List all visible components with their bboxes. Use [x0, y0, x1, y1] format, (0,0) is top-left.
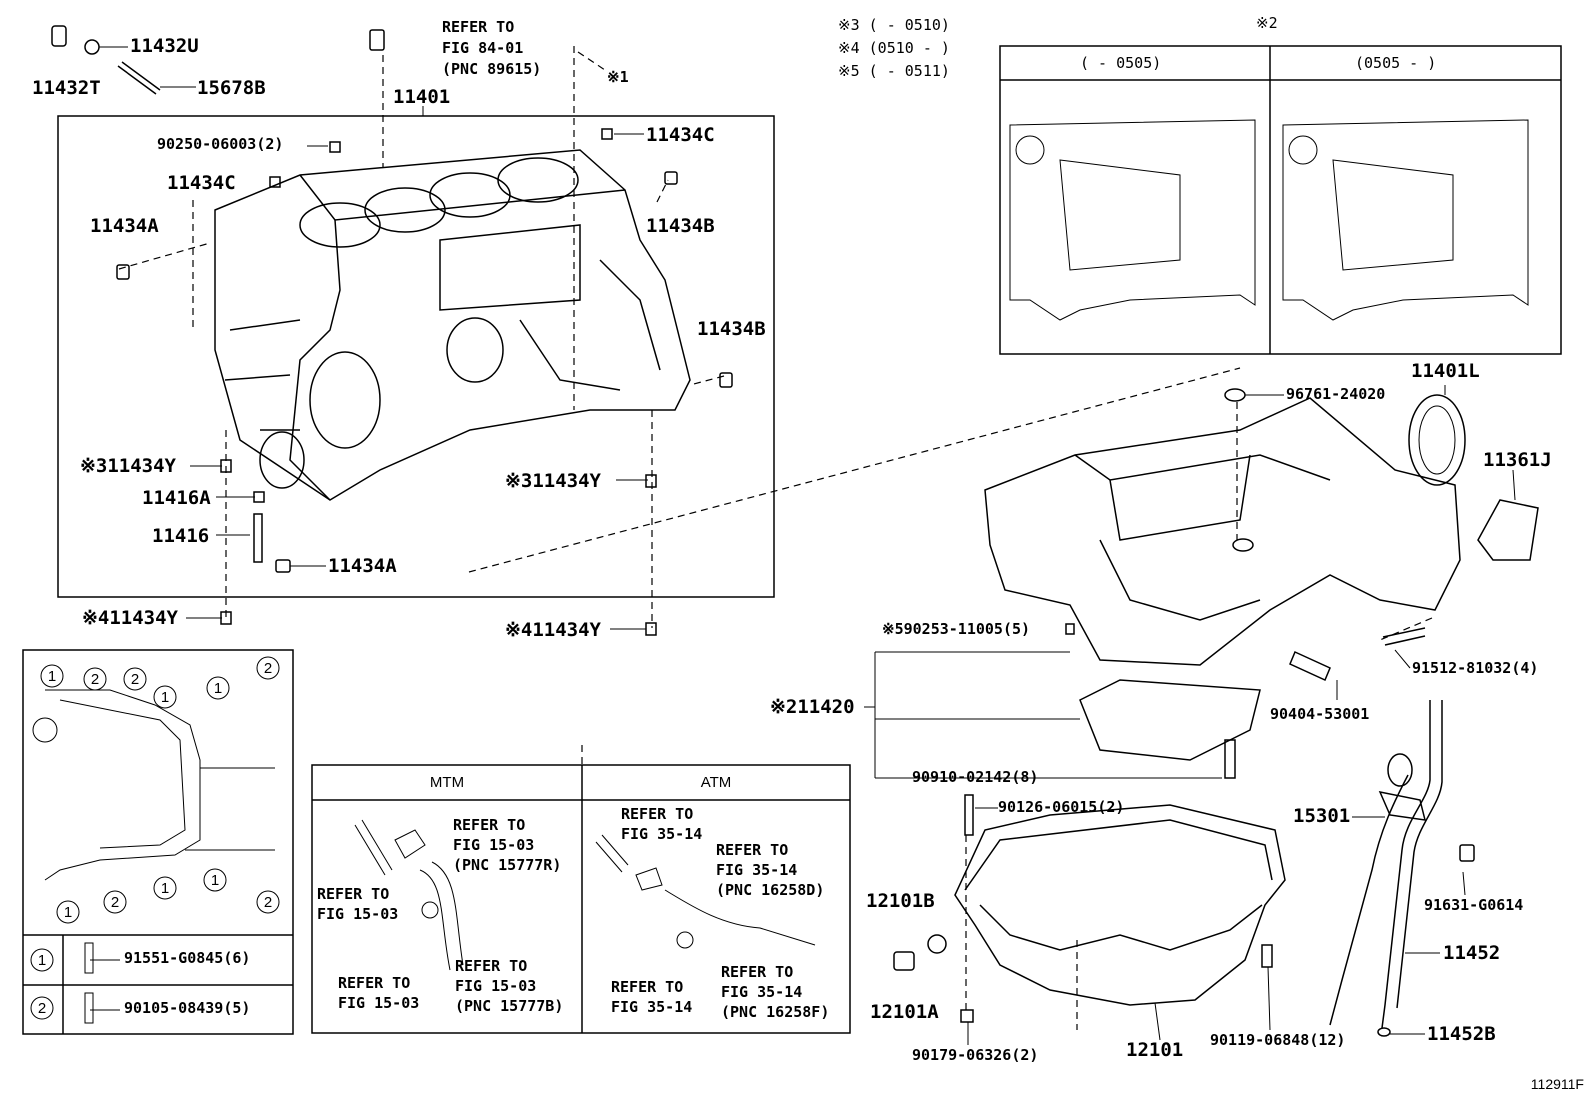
variant-note-5: ※5 ( - 0511) [838, 62, 950, 80]
part-label-11432T[interactable]: 11432T [32, 77, 101, 99]
note-x2: ※2 [1256, 14, 1278, 32]
legend-marker: 1 [63, 904, 73, 921]
atm-ref2-line3[interactable]: (PNC 16258D) [716, 881, 825, 899]
refer-fig-84-line1: REFER TO [442, 18, 515, 36]
part-label-11434Y-x3-right[interactable]: ※311434Y [505, 470, 601, 492]
atm-ref1-line2[interactable]: FIG 35-14 [621, 825, 703, 843]
part-label-11452B[interactable]: 11452B [1427, 1023, 1496, 1045]
part-label-11361J[interactable]: 11361J [1483, 449, 1552, 471]
part-label-11434B-top[interactable]: 11434B [646, 215, 715, 237]
part-label-11401[interactable]: 11401 [393, 86, 451, 108]
part-label-12101[interactable]: 12101 [1126, 1039, 1184, 1061]
part-label-15678B[interactable]: 15678B [197, 77, 266, 99]
mtm-ref3-line2[interactable]: FIG 15-03 [338, 994, 420, 1012]
mtm-ref1-line3[interactable]: (PNC 15777R) [453, 856, 562, 874]
part-label-90404-53001[interactable]: 90404-53001 [1270, 705, 1370, 723]
legend-marker: 2 [263, 660, 273, 677]
legend-row1-number: 1 [37, 952, 47, 969]
part-label-11420[interactable]: ※211420 [770, 696, 855, 718]
atm-ref1-line1[interactable]: REFER TO [621, 805, 694, 823]
atm-ref4-line2[interactable]: FIG 35-14 [721, 983, 803, 1001]
oil-pan-lower-illustration [954, 804, 1286, 1006]
part-label-90126-06015[interactable]: 90126-06015(2) [998, 798, 1125, 816]
part-label-11416A[interactable]: 11416A [142, 487, 211, 509]
part-label-12101A[interactable]: 12101A [870, 1001, 939, 1023]
mtm-ref2-line2[interactable]: FIG 15-03 [317, 905, 399, 923]
refer-fig-84-line2: FIG 84-01 [442, 39, 524, 57]
legend-marker: 1 [210, 872, 220, 889]
atm-ref2-line2[interactable]: FIG 35-14 [716, 861, 798, 879]
plug-11432T [51, 25, 67, 47]
mtm-ref4-line3[interactable]: (PNC 15777B) [455, 997, 564, 1015]
part-label-91512-81032[interactable]: 91512-81032(4) [1412, 659, 1539, 677]
part-label-11434C-left[interactable]: 11434C [167, 172, 236, 194]
part-label-11434B-right[interactable]: 11434B [697, 318, 766, 340]
part-label-91551-G0845[interactable]: 91551-G0845(6) [124, 949, 251, 967]
variant-box [999, 45, 1562, 355]
table-header-atm: ATM [700, 774, 732, 791]
part-label-90910-02142[interactable]: 90910-02142(8) [912, 768, 1039, 786]
part-label-15301[interactable]: 15301 [1293, 805, 1351, 827]
part-label-96761-24020[interactable]: 96761-24020 [1286, 385, 1386, 403]
mtm-ref4-line2[interactable]: FIG 15-03 [455, 977, 537, 995]
atm-ref2-line1[interactable]: REFER TO [716, 841, 789, 859]
legend-marker: 1 [213, 680, 223, 697]
mtm-ref1-line1[interactable]: REFER TO [453, 816, 526, 834]
legend-marker: 2 [90, 671, 100, 688]
part-label-11452[interactable]: 11452 [1443, 942, 1501, 964]
part-label-91631-G0614[interactable]: 91631-G0614 [1424, 896, 1524, 914]
cylinder-block-illustration [214, 149, 691, 501]
legend-marker: 2 [110, 894, 120, 911]
part-label-11401L[interactable]: 11401L [1411, 360, 1480, 382]
part-label-90179-06326[interactable]: 90179-06326(2) [912, 1046, 1039, 1064]
part-label-90119-06848[interactable]: 90119-06848(12) [1210, 1031, 1346, 1049]
part-label-11434C-right[interactable]: 11434C [646, 124, 715, 146]
atm-ref3-line1[interactable]: REFER TO [611, 978, 684, 996]
table-header-mtm: MTM [429, 774, 465, 791]
oil-pan-upper-illustration [984, 397, 1461, 761]
part-label-12101B[interactable]: 12101B [866, 890, 935, 912]
dipstick-guide-11452 [1381, 700, 1443, 1029]
cover-11361J [1477, 499, 1539, 561]
part-label-11432U[interactable]: 11432U [130, 35, 199, 57]
legend-marker: 2 [263, 894, 273, 911]
part-label-11434Y-x3-left[interactable]: ※311434Y [80, 455, 176, 477]
refer-fig-84-line3: (PNC 89615) [442, 60, 542, 78]
atm-ref3-line2[interactable]: FIG 35-14 [611, 998, 693, 1016]
oil-seal-11401L [1408, 394, 1466, 486]
mtm-ref2-line1[interactable]: REFER TO [317, 885, 390, 903]
legend-row2-number: 2 [37, 1000, 47, 1017]
part-label-11416[interactable]: 11416 [152, 525, 210, 547]
atm-ref4-line1[interactable]: REFER TO [721, 963, 794, 981]
legend-marker: 1 [160, 689, 170, 706]
atm-ref4-line3[interactable]: (PNC 16258F) [721, 1003, 830, 1021]
cylinder-block-frame [57, 115, 775, 598]
transmission-table-frame [311, 764, 851, 1034]
legend-marker-circles [30, 656, 280, 1020]
variant-note-3: ※3 ( - 0510) [838, 16, 950, 34]
legend-marker: 2 [130, 671, 140, 688]
part-label-11434A-bottom[interactable]: 11434A [328, 555, 397, 577]
legend-marker: 1 [47, 668, 57, 685]
variant-column-right: (0505 - ) [1355, 54, 1437, 72]
mtm-ref4-line1[interactable]: REFER TO [455, 957, 528, 975]
bolt-legend-frame [22, 649, 294, 1035]
note-x1: ※1 [607, 68, 629, 86]
part-label-11434Y-x4-right[interactable]: ※411434Y [505, 619, 601, 641]
legend-marker: 1 [160, 880, 170, 897]
part-label-90253-11005[interactable]: ※590253-11005(5) [882, 620, 1031, 638]
variant-note-4: ※4 (0510 - ) [838, 39, 950, 57]
mtm-ref1-line2[interactable]: FIG 15-03 [453, 836, 535, 854]
figure-id: 112911F [1530, 1076, 1584, 1092]
part-label-90250-06003[interactable]: 90250-06003(2) [157, 135, 284, 153]
part-label-11434Y-x4-left[interactable]: ※411434Y [82, 607, 178, 629]
part-label-90105-08439[interactable]: 90105-08439(5) [124, 999, 251, 1017]
variant-column-left: ( - 0505) [1080, 54, 1162, 72]
mtm-ref3-line1[interactable]: REFER TO [338, 974, 411, 992]
part-label-11434A-top[interactable]: 11434A [90, 215, 159, 237]
